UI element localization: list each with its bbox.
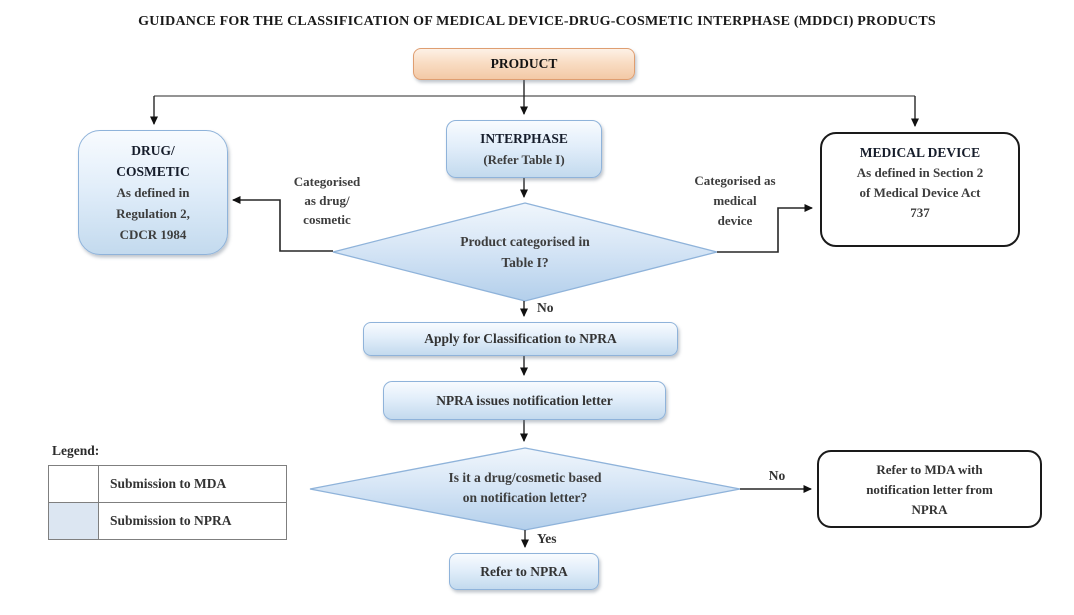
- connector-decision1-drug: [232, 196, 333, 252]
- node-apply-classification: Apply for Classification to NPRA: [363, 322, 678, 356]
- edge-label-no-table: No: [537, 300, 554, 315]
- node-interphase: INTERPHASE (Refer Table I): [446, 120, 602, 178]
- edge-label-no-letter: No: [768, 468, 786, 483]
- decision1-shape: [332, 202, 718, 302]
- node-medical-device-title: MEDICAL DEVICE: [859, 145, 981, 160]
- legend-table: Submission to MDA Submission to NPRA: [48, 465, 287, 540]
- legend-label-npra: Submission to NPRA: [110, 513, 232, 528]
- node-drug-cosmetic-title: DRUG/ COSMETIC: [116, 143, 190, 179]
- legend-label-mda: Submission to MDA: [110, 476, 227, 491]
- node-medical-device-body: As defined in Section 2 of Medical Devic…: [856, 165, 984, 220]
- node-product: PRODUCT: [413, 48, 635, 80]
- node-product-label: PRODUCT: [490, 56, 558, 71]
- node-npra-letter: NPRA issues notification letter: [383, 381, 666, 420]
- decision1-text: Product categorised in Table I?: [460, 234, 590, 270]
- node-refer-mda: Refer to MDA with notification letter fr…: [817, 450, 1042, 528]
- edge-label-categorised-device: Categorised as medical device: [694, 173, 776, 228]
- legend-row-npra: Submission to NPRA: [49, 502, 286, 539]
- legend-swatch-npra: [49, 503, 99, 539]
- node-interphase-title: INTERPHASE: [480, 131, 568, 146]
- node-refer-npra: Refer to NPRA: [449, 553, 599, 590]
- node-medical-device: MEDICAL DEVICE As defined in Section 2 o…: [820, 132, 1020, 247]
- legend-row-mda: Submission to MDA: [49, 466, 286, 502]
- page-title: GUIDANCE FOR THE CLASSIFICATION OF MEDIC…: [138, 14, 936, 29]
- connector-decision1-medical: [717, 204, 813, 253]
- node-interphase-body: (Refer Table I): [483, 152, 565, 167]
- edge-label-yes-letter: Yes: [537, 531, 557, 546]
- edge-label-categorised-drug: Categorised as drug/ cosmetic: [293, 174, 361, 227]
- legend-heading: Legend:: [52, 443, 100, 458]
- node-drug-cosmetic-body: As defined in Regulation 2, CDCR 1984: [116, 185, 190, 242]
- node-drug-cosmetic: DRUG/ COSMETIC As defined in Regulation …: [78, 130, 228, 255]
- legend-swatch-mda: [49, 466, 99, 502]
- decision2-text: Is it a drug/cosmetic based on notificat…: [448, 470, 602, 505]
